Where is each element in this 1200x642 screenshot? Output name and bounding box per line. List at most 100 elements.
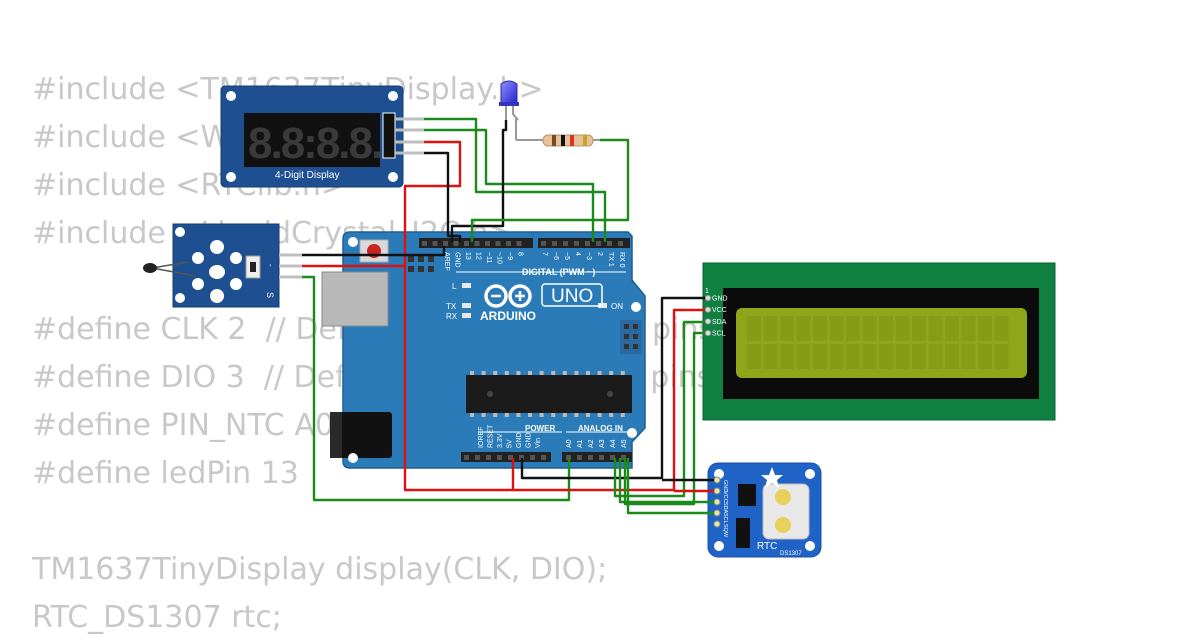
top-pin-label: ~5 xyxy=(563,252,570,260)
resistor[interactable] xyxy=(515,119,600,147)
top-pin-label: 4 xyxy=(574,252,581,256)
wire-ntc-signal[interactable] xyxy=(302,275,571,502)
usb-port xyxy=(321,271,389,327)
blue-led[interactable] xyxy=(499,80,519,121)
header-pin[interactable] xyxy=(485,241,490,246)
header-pin[interactable] xyxy=(486,455,491,460)
header-pin[interactable] xyxy=(432,241,438,246)
code-line: RTC_DS1307 rtc; xyxy=(32,600,282,635)
rtc-pin[interactable] xyxy=(713,476,721,484)
lcd-pin[interactable] xyxy=(704,306,712,313)
header-pin[interactable] xyxy=(621,455,626,460)
header-pin[interactable] xyxy=(618,241,623,246)
lcd-pin[interactable] xyxy=(704,330,712,337)
uno-model: UNO xyxy=(551,286,593,307)
header-pin[interactable] xyxy=(577,455,582,460)
lcd-char-cell xyxy=(796,344,811,369)
segment-digits: 8.8:8.8. xyxy=(248,119,381,168)
rtc-pin[interactable] xyxy=(713,498,721,506)
header-pin[interactable] xyxy=(599,455,604,460)
header-pin[interactable] xyxy=(495,241,501,246)
wires xyxy=(302,117,714,515)
battery-holder xyxy=(762,483,810,540)
header-pin[interactable] xyxy=(588,455,593,460)
top-pin-label: ~11 xyxy=(485,252,492,263)
power-pin-label: 3.3V xyxy=(497,433,504,448)
header-pin[interactable] xyxy=(422,241,427,246)
header-pin[interactable] xyxy=(475,455,480,460)
wire-display-dio[interactable] xyxy=(424,128,595,242)
lcd-char-cell xyxy=(763,344,778,369)
header-pin[interactable] xyxy=(519,455,524,460)
header-pin[interactable] xyxy=(574,241,579,246)
header-pin[interactable] xyxy=(464,241,469,246)
header-pin[interactable] xyxy=(596,241,601,246)
arduino-brand: ARDUINO xyxy=(480,309,536,323)
rtc-pin[interactable] xyxy=(713,509,721,517)
analog-pin-label: A3 xyxy=(599,439,606,448)
analog-pin-label: A5 xyxy=(621,439,628,448)
header-pin[interactable] xyxy=(552,241,557,246)
wire-lcd-sda[interactable] xyxy=(613,320,705,498)
header-pin[interactable] xyxy=(443,241,448,246)
display-label: 4-Digit Display xyxy=(275,170,339,181)
wire-display-gnd[interactable] xyxy=(424,151,462,242)
top-pin-label: AREF xyxy=(443,252,450,271)
header-pin[interactable] xyxy=(541,241,546,246)
top-pin-label: TX 1 xyxy=(607,252,614,267)
star-logo xyxy=(761,467,783,488)
ntc-temperature-module[interactable]: - S xyxy=(143,223,302,308)
analog-label: ANALOG IN xyxy=(578,424,623,433)
rtc-pin-label: SDA xyxy=(722,502,728,514)
rtc-pin[interactable] xyxy=(713,520,721,528)
header-pin[interactable] xyxy=(566,455,571,460)
header-pin[interactable] xyxy=(541,455,546,460)
lcd-char-cell xyxy=(895,316,910,341)
header-pin[interactable] xyxy=(610,455,615,460)
lcd-char-cell xyxy=(763,316,778,341)
header-pin[interactable] xyxy=(453,241,459,246)
ntc-minus-label: - xyxy=(266,264,275,267)
wire-led-pin13[interactable] xyxy=(470,138,630,242)
on-label: ON xyxy=(611,302,623,311)
wire-display-clk[interactable] xyxy=(424,117,607,242)
lcd-char-cell xyxy=(994,344,1009,369)
wire-lcd-vcc[interactable] xyxy=(513,308,705,492)
wire-rtc-sda[interactable] xyxy=(618,458,714,504)
header-pin[interactable] xyxy=(516,241,522,246)
analog-pin-label: A0 xyxy=(566,439,573,448)
wire-lcd-gnd[interactable] xyxy=(520,296,705,480)
lcd-pin[interactable] xyxy=(704,294,712,302)
header-pin[interactable] xyxy=(607,241,612,246)
lcd-char-cell xyxy=(912,316,926,341)
wire-led-gnd[interactable] xyxy=(450,120,508,242)
rtc-pin[interactable] xyxy=(713,487,721,495)
lcd-pin-label: SDA xyxy=(712,319,727,326)
header-pin[interactable] xyxy=(474,241,480,246)
wire-lcd-scl[interactable] xyxy=(623,331,705,506)
header-pin[interactable] xyxy=(585,241,590,246)
header-pin[interactable] xyxy=(506,241,511,246)
digital-header-right xyxy=(538,238,630,248)
header-pin[interactable] xyxy=(464,455,469,460)
segment-window xyxy=(244,113,380,167)
arduino-logo xyxy=(484,284,532,308)
four-digit-display[interactable]: 8.8:8.8. 4-Digit Display xyxy=(220,85,424,188)
lcd-pin[interactable] xyxy=(704,318,712,325)
wire-rtc-scl[interactable] xyxy=(626,458,714,515)
header-pin[interactable] xyxy=(508,455,513,460)
wire-ntc-gnd[interactable] xyxy=(302,246,446,257)
lcd-char-cell xyxy=(813,344,827,369)
header-pin[interactable] xyxy=(563,241,568,246)
header-pin[interactable] xyxy=(497,455,502,460)
lcd-char-cell xyxy=(747,316,761,341)
power-pin-label: RESET xyxy=(488,424,495,448)
power-pin-label: Vin xyxy=(535,438,542,448)
led-l-label: L xyxy=(452,282,457,291)
top-pin-label: GND xyxy=(454,252,461,268)
header-pin[interactable] xyxy=(530,455,535,460)
